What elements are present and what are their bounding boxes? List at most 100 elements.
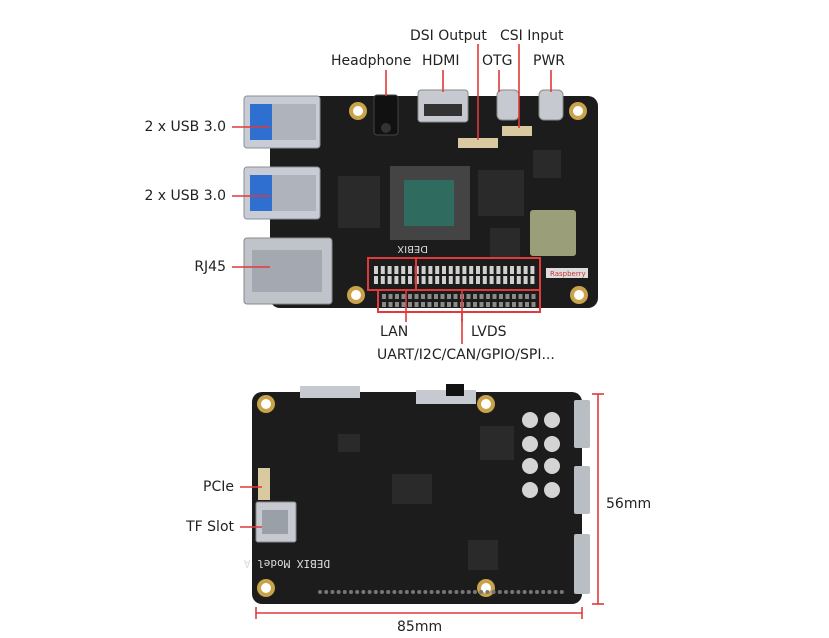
header-pin [486,294,490,299]
bottom-pin [355,590,360,594]
gpio-header-box [377,289,541,313]
header-pin [414,294,419,299]
header-pin [435,266,440,274]
header-pin [518,294,523,299]
header-pin [503,266,508,274]
header-pin [512,294,516,299]
header-pin [476,276,480,284]
wifi-module [530,210,576,256]
ram-chip [338,176,380,228]
header-pin [462,276,467,284]
bottom-pin [380,590,384,594]
header-pin [387,266,392,274]
pmic-chip [533,150,561,178]
magnetics-component [522,482,538,498]
bottom-pin [392,590,397,594]
header-pin [395,302,399,307]
bottom-pin [429,590,434,594]
magnetics-component [522,412,538,428]
header-pin [466,302,471,307]
header-pin [479,294,484,299]
header-pin [503,276,508,284]
headphone-label: Headphone [331,53,412,69]
header-pin [382,294,386,299]
header-pin [408,266,412,274]
header-pin [525,294,529,299]
soc-chip [390,166,470,240]
header-pin [482,266,487,274]
bottom-pin [535,590,539,594]
header-pin [525,302,529,307]
bottom-pin [485,590,490,594]
dsi-connector [458,138,498,148]
header-pin [442,276,446,284]
header-pin [388,294,393,299]
pwr-port [538,89,564,121]
bottom-pin [435,590,440,594]
header-pin [408,302,412,307]
usb-port-lower [243,166,321,220]
header-pin [482,276,487,284]
bottom-pin [497,590,502,594]
header-pin [516,266,521,274]
header-pin [505,294,510,299]
silkscreen-brand: DEBIX [397,243,428,254]
header-pin [510,266,514,274]
bottom-pin [423,590,428,594]
header-pin [401,276,406,284]
bottom-pin [318,590,322,594]
bottom-pin [553,590,558,594]
header-pin [440,302,445,307]
header-pin [380,276,385,284]
magnetics-component [522,436,538,452]
height-dimension-label: 56mm [606,496,652,512]
header-pin [479,302,484,307]
bottom-pin [473,590,477,594]
bottom-pin [324,590,329,594]
bottom-pin [342,590,347,594]
header-pin [530,276,535,284]
header-pin [489,276,494,284]
rj45-port [243,237,333,305]
header-pin [469,276,474,284]
header-pin [434,302,438,307]
dimension-height [592,393,604,605]
header-pin [499,302,503,307]
header-pin [518,302,523,307]
header-pin [469,266,474,274]
tf-slot-label: TF Slot [186,519,234,535]
bottom-pin [491,590,496,594]
bottom-pin [559,590,564,594]
header-pin [496,276,501,284]
header-pin [505,302,510,307]
header-pin [523,276,528,284]
top-board: DEBIX Raspberry [243,89,598,313]
header-pin [530,266,535,274]
bottom-pin [398,590,403,594]
csi-connector [502,126,532,136]
header-pin [421,302,425,307]
rj45-label: RJ45 [194,259,226,275]
header-pin [473,294,477,299]
header-pin [455,266,460,274]
header-pin [531,294,536,299]
bottom-pin [479,590,484,594]
otg-label: OTG [482,53,513,69]
header-label: UART/I2C/CAN/GPIO/SPI... [377,347,555,363]
header-pin [401,302,406,307]
header-pin [510,276,514,284]
pcie-connector [258,468,270,500]
header-pin [476,266,480,274]
bottom-board: DEBIX Model A [244,384,590,604]
emmc-chip [478,170,524,216]
silkscreen-model: DEBIX Model A [244,557,330,570]
dsi-output-label: DSI Output [410,28,487,44]
bottom-pin [373,590,378,594]
header-pin [448,266,453,274]
header-pin [448,276,453,284]
header-pin [388,302,393,307]
usb-upper-label: 2 x USB 3.0 [144,119,226,135]
bottom-pin [460,590,465,594]
header-pin [489,266,494,274]
